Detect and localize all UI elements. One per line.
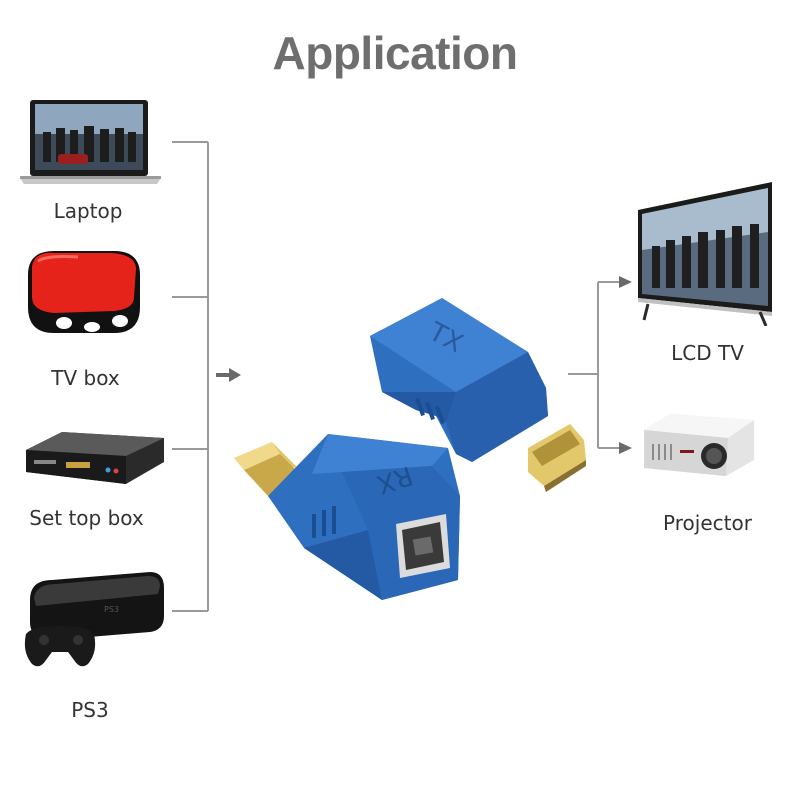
source-label-ps3: PS3 bbox=[71, 698, 109, 722]
set-top-box-icon bbox=[26, 432, 164, 484]
source-label-laptop: Laptop bbox=[53, 199, 123, 223]
output-label-lcd-tv: LCD TV bbox=[671, 341, 744, 365]
projector-icon bbox=[644, 414, 754, 476]
output-label-projector: Projector bbox=[663, 511, 752, 535]
lcd-tv-icon bbox=[638, 182, 772, 326]
output-arrow-projector-icon bbox=[619, 442, 632, 454]
rx-receiver-icon: RX bbox=[234, 434, 460, 600]
output-arrow-tv-icon bbox=[619, 276, 632, 288]
input-arrow-icon bbox=[229, 368, 241, 382]
ps3-console-icon: PS3 bbox=[24, 572, 164, 667]
page-title: Application bbox=[272, 27, 518, 79]
source-label-set-top-box: Set top box bbox=[29, 506, 144, 530]
laptop-icon bbox=[20, 100, 161, 184]
source-label-tv-box: TV box bbox=[51, 366, 120, 390]
tx-transmitter-icon: TX bbox=[370, 298, 586, 492]
input-arrow-shaft bbox=[216, 373, 230, 377]
tv-box-icon bbox=[28, 251, 140, 333]
svg-text:PS3: PS3 bbox=[104, 605, 119, 614]
